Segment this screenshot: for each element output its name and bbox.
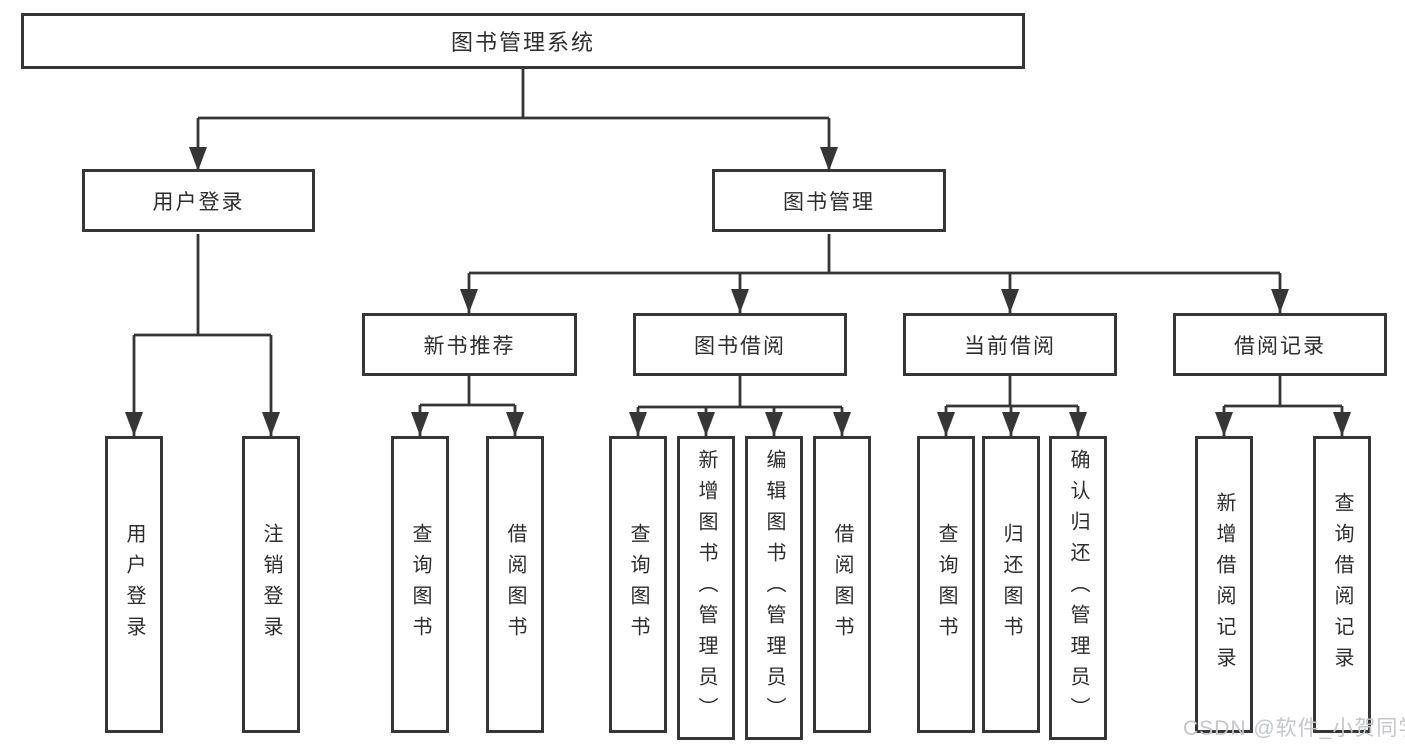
connector-lines [134, 69, 1342, 409]
leaf-user-login: 用户登录 [105, 436, 163, 733]
node-label: 新增图书（管理员） [695, 448, 717, 728]
node-book-borrowing: 图书借阅 [633, 313, 847, 376]
leaf-recommend-query-books: 查询图书 [391, 436, 449, 733]
node-label: 用户登录 [123, 522, 145, 647]
node-root-library-system: 图书管理系统 [21, 13, 1025, 69]
leaf-confirm-return-admin: 确认归还（管理员） [1049, 436, 1107, 740]
node-label: 图书借阅 [694, 334, 786, 358]
leaf-add-books-admin: 新增图书（管理员） [677, 436, 735, 740]
leaf-query-borrow-record: 查询借阅记录 [1313, 436, 1371, 733]
node-current-borrowing: 当前借阅 [903, 313, 1117, 376]
node-new-book-recommend: 新书推荐 [362, 313, 577, 376]
leaf-borrowing-query-books: 查询图书 [609, 436, 667, 733]
node-label: 注销登录 [260, 522, 282, 647]
node-label: 借阅图书 [831, 522, 853, 647]
node-label: 借阅图书 [504, 522, 526, 647]
node-label: 查询图书 [409, 522, 431, 647]
node-label: 当前借阅 [964, 334, 1056, 358]
node-label: 归还图书 [1000, 522, 1022, 647]
node-label: 查询图书 [935, 522, 957, 647]
node-user-login: 用户登录 [82, 169, 315, 232]
node-label: 查询图书 [627, 522, 649, 647]
leaf-return-books: 归还图书 [982, 436, 1040, 733]
node-label: 用户登录 [152, 190, 245, 214]
node-label: 新书推荐 [423, 334, 516, 358]
leaf-edit-books-admin: 编辑图书（管理员） [745, 436, 803, 740]
node-label: 借阅记录 [1234, 334, 1326, 358]
node-label: 编辑图书（管理员） [763, 448, 785, 728]
node-borrowing-records: 借阅记录 [1173, 313, 1387, 376]
leaf-add-borrow-record: 新增借阅记录 [1195, 436, 1253, 733]
leaf-logout: 注销登录 [242, 436, 300, 733]
node-label: 确认归还（管理员） [1067, 448, 1089, 728]
node-label: 新增借阅记录 [1213, 491, 1235, 678]
leaf-borrowing-borrow-books: 借阅图书 [813, 436, 871, 733]
node-label: 图书管理系统 [450, 30, 595, 55]
node-book-management: 图书管理 [712, 169, 946, 232]
leaf-recommend-borrow-books: 借阅图书 [486, 436, 544, 733]
node-label: 查询借阅记录 [1331, 491, 1353, 678]
csdn-watermark: CSDN @软件_小贺同学 [1183, 717, 1405, 740]
leaf-current-query-books: 查询图书 [917, 436, 975, 733]
node-label: 图书管理 [783, 190, 875, 214]
